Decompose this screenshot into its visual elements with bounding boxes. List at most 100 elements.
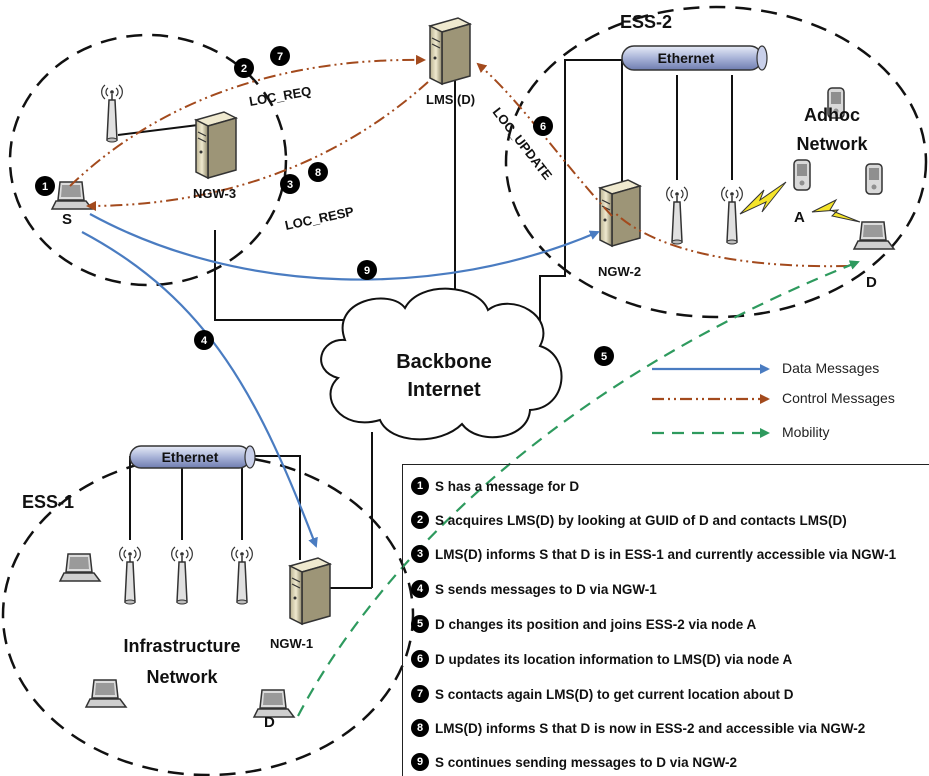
step-1-text: S has a message for D (435, 478, 580, 494)
laptop-ess1-2-icon (85, 679, 127, 708)
ess2-access-point-1-icon (665, 186, 689, 245)
step-marker-1: 1 (35, 176, 55, 196)
ess1-access-point-2-icon (170, 546, 194, 605)
ngw2-server-icon (599, 179, 641, 247)
step-marker-9: 9 (357, 260, 377, 280)
infrastructure-label-line2: Network (146, 667, 218, 687)
ngw3-server-icon (195, 111, 237, 179)
node-d-new-label: D (866, 274, 877, 291)
loc-update-path (476, 62, 613, 217)
laptop-s-icon (51, 181, 93, 210)
step-3-number: 3 (411, 545, 429, 563)
data-path-via-ngw1 (81, 231, 318, 548)
data-path-via-ngw2 (89, 213, 600, 281)
loc-req-label: LOC_REQ (248, 83, 312, 109)
step-marker-7: 7 (270, 46, 290, 66)
adhoc-label-line2: Network (796, 134, 868, 154)
laptop-d-new-icon (853, 221, 895, 250)
control-message-paths (69, 54, 849, 268)
step-6-text: D updates its location information to LM… (435, 651, 793, 667)
step-marker-8: 8 (308, 162, 328, 182)
wired-links (117, 59, 733, 589)
node-s-label: S (62, 211, 72, 228)
ngw1-server-icon (289, 557, 331, 625)
node-a-label: A (794, 209, 805, 226)
step-5: 5 D changes its position and joins ESS-2 … (411, 613, 756, 635)
svg-text:6: 6 (540, 121, 546, 133)
svg-text:9: 9 (364, 265, 370, 277)
step-9-number: 9 (411, 753, 429, 771)
step-8: 8 LMS(D) informs S that D is now in ESS-2… (411, 717, 865, 739)
adhoc-label-line1: Adhoc (804, 105, 860, 125)
step-5-text: D changes its position and joins ESS-2 v… (435, 616, 757, 632)
step-marker-3: 3 (280, 174, 300, 194)
ess1-access-point-3-icon (230, 546, 254, 605)
ess1-access-point-1-icon (118, 546, 142, 605)
step-7-number: 7 (411, 685, 429, 703)
step-7-text: S contacts again LMS(D) to get current l… (435, 686, 794, 702)
legend-control-label: Control Messages (782, 390, 895, 406)
step-marker-4: 4 (194, 330, 214, 350)
laptop-d-old-icon (253, 689, 295, 718)
backbone-label-line2: Internet (407, 379, 481, 401)
svg-text:7: 7 (277, 51, 283, 63)
backbone-cloud: Backbone Internet (320, 287, 563, 441)
ngw1-label: NGW-1 (270, 636, 313, 651)
svg-text:1: 1 (42, 181, 48, 193)
ngw3-region-boundary (8, 33, 288, 287)
step-5-number: 5 (411, 615, 429, 633)
ess1-label: ESS-1 (22, 492, 74, 512)
legend (652, 364, 770, 438)
ngw2-label: NGW-2 (598, 264, 641, 279)
step-8-text: LMS(D) informs S that D is now in ESS-2 … (435, 720, 866, 736)
pda-a-icon (793, 159, 811, 191)
backbone-label-line1: Backbone (396, 351, 492, 373)
step-4-number: 4 (411, 580, 429, 598)
svg-text:5: 5 (601, 351, 607, 363)
step-2-number: 2 (411, 511, 429, 529)
step-7: 7 S contacts again LMS(D) to get current … (411, 683, 794, 705)
mobility-path (297, 260, 860, 717)
step-4-text: S sends messages to D via NGW-1 (435, 581, 657, 597)
legend-data-label: Data Messages (782, 360, 880, 376)
ethernet-bar-top: Ethernet (621, 45, 768, 71)
step-1: 1 S has a message for D (411, 475, 579, 497)
step-2: 2 S acquires LMS(D) by looking at GUID of… (411, 509, 847, 531)
step-marker-5: 5 (594, 346, 614, 366)
step-2-text: S acquires LMS(D) by looking at GUID of … (435, 512, 847, 528)
svg-text:3: 3 (287, 179, 293, 191)
step-4: 4 S sends messages to D via NGW-1 (411, 578, 657, 600)
ess2-boundary (504, 5, 928, 319)
loc-resp-label: LOC_RESP (284, 204, 356, 233)
step-6-number: 6 (411, 650, 429, 668)
legend-mobility-label: Mobility (782, 424, 830, 440)
node-d-old-label: D (264, 714, 275, 731)
step-6: 6 D updates its location information to L… (411, 648, 792, 670)
ethernet-bar-bottom: Ethernet (129, 445, 256, 469)
laptop-ess1-1-icon (59, 553, 101, 582)
step-1-number: 1 (411, 477, 429, 495)
update-via-a-path (613, 211, 849, 268)
steps-list: 1 S has a message for D 2 S acquires LMS(D… (402, 464, 929, 776)
pda-3-icon (865, 163, 883, 195)
wireless-link-a-d-icon (811, 198, 861, 223)
loc-req-path (69, 54, 426, 187)
svg-text:4: 4 (201, 335, 208, 347)
lms-label: LMS (D) (426, 92, 475, 107)
data-message-paths (81, 213, 600, 548)
ethernet-top-label: Ethernet (658, 50, 715, 66)
ethernet-bottom-label: Ethernet (162, 449, 219, 465)
infrastructure-label-line1: Infrastructure (123, 636, 240, 656)
step-marker-6: 6 (533, 116, 553, 136)
svg-text:2: 2 (241, 63, 247, 75)
ngw3-label: NGW-3 (193, 186, 236, 201)
ess2-access-point-2-icon (720, 186, 744, 245)
step-8-number: 8 (411, 719, 429, 737)
lms-server-icon (429, 17, 471, 85)
step-marker-2: 2 (234, 58, 254, 78)
wireless-link-ap-a-icon (739, 181, 787, 215)
ngw3-access-point-icon (100, 84, 124, 143)
